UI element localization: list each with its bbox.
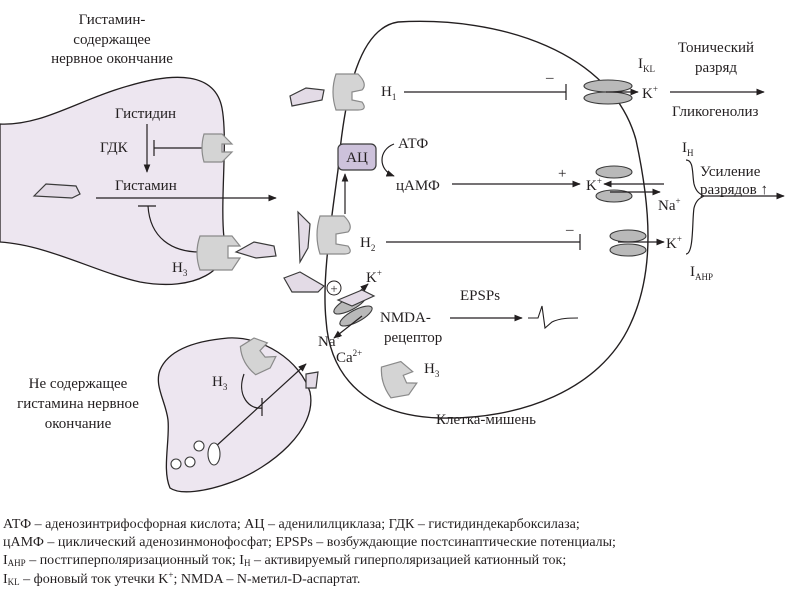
nonhist-label-1: Не содержащее [29, 376, 128, 392]
legend-line-2: цАМФ – циклический аденозинмонофосфат; E… [3, 535, 616, 551]
plus-circle-sign: + [330, 281, 337, 296]
histamine-terminal-label-1: Гистамин- [79, 12, 146, 28]
i-ahp-label: IAHP [690, 264, 713, 282]
i-kl-label: IKL [638, 56, 655, 74]
h1-receptor [332, 73, 365, 111]
na-nmda-label: Na+ [318, 332, 341, 350]
iahp-channel-top [609, 229, 647, 243]
nmda-channel-b [339, 305, 373, 327]
histamine-terminal-label-3: нервное окончание [51, 51, 173, 67]
ih-channel-bottom [595, 189, 633, 203]
ligand-nmda [283, 271, 325, 293]
h3-nonhist-receptor [239, 337, 277, 376]
target-cell [324, 20, 649, 419]
k-top-label: K+ [642, 84, 658, 102]
k-iahp-label: K+ [666, 234, 682, 252]
enhance-label-2: разрядов ↑ [700, 182, 768, 198]
legend: АТФ – аденозинтрифосфорная кислота; АЦ –… [3, 516, 799, 589]
na-ca-nmda-arrow [333, 315, 363, 339]
histamine-diagram: Гистамин- содержащее нервное окончание Г… [0, 12, 785, 493]
histamine-terminal [0, 76, 226, 286]
tonic-label-2: разряд [695, 60, 737, 76]
atf-label: АТФ [398, 136, 428, 152]
legend-line-3: IAHP – постгиперполяризационный ток; IH … [3, 553, 567, 569]
vesicle-3 [184, 456, 196, 468]
h3-target-receptor [380, 360, 418, 399]
h1-label: H1 [381, 84, 396, 102]
ligand-nonhist [305, 371, 319, 389]
histamine-label: Гистамин [115, 178, 177, 194]
plus-circle [326, 280, 342, 296]
ligand-nmda-2 [336, 289, 376, 307]
epsps-label: EPSPs [460, 288, 500, 304]
autoreceptor-top [201, 133, 234, 163]
h3-nonhist-inhibition [241, 373, 263, 409]
glycogenolysis-label: Гликогенолиз [672, 104, 759, 120]
k-ih-label: K+ [586, 176, 602, 194]
nmda-label-1: NMDA- [380, 310, 431, 326]
ac-label: АЦ [346, 150, 368, 166]
nonhist-label-2: гистамина нервное [17, 396, 139, 412]
h3-target-label: H3 [424, 361, 440, 379]
histidine-label: Гистидин [115, 106, 176, 122]
nmda-label-2: рецептор [384, 330, 442, 346]
ligand-in-terminal [32, 183, 81, 199]
iahp-channel-bottom [609, 243, 647, 257]
nonhist-label-3: окончание [45, 416, 112, 432]
h3-nonhist-label: H3 [212, 374, 228, 392]
ca-nmda-label: Ca2+ [336, 348, 362, 366]
camp-label: цАМФ [396, 178, 440, 194]
ligand-h1 [289, 87, 325, 107]
h2-receptor [316, 215, 351, 255]
target-cell-label: Клетка-мишень [436, 412, 536, 428]
ikl-channel-bottom [583, 91, 633, 105]
ih-channel-top [595, 165, 633, 179]
h3-presynaptic-receptor [196, 235, 242, 271]
nonhist-release-arrow [213, 363, 307, 449]
h2-label: H2 [360, 235, 375, 253]
ligand-h2-wedge [297, 210, 311, 265]
atf-to-camp-arrow [381, 143, 395, 177]
minus-h2: – [565, 222, 574, 238]
vesicle-4 [170, 458, 182, 470]
h3-presyn-inhibition [147, 205, 201, 253]
ac-box [337, 143, 377, 171]
na-ih-label: Na+ [658, 196, 681, 214]
epsp-waveform [528, 305, 579, 330]
k-nmda-label: K+ [366, 268, 382, 286]
nonhistamine-terminal [157, 337, 312, 493]
gdk-label: ГДК [100, 140, 129, 156]
plus-camp: + [558, 166, 566, 182]
i-h-label: IH [682, 140, 694, 158]
minus-h1: – [545, 70, 554, 86]
vesicle-1 [207, 442, 221, 466]
enhance-label-1: Усиление [700, 164, 761, 180]
ikl-channel-top [583, 79, 633, 93]
vesicle-2 [193, 440, 205, 452]
tonic-label-1: Тонический [678, 40, 754, 56]
legend-line-1: АТФ – аденозинтрифосфорная кислота; АЦ –… [3, 517, 580, 532]
histamine-terminal-label-2: содержащее [73, 32, 151, 48]
ligand-h3-presyn [234, 241, 277, 259]
h3-presyn-label: H3 [172, 260, 188, 278]
legend-line-4: IKL – фоновый ток утечки K+; NMDA – N-ме… [3, 569, 361, 587]
